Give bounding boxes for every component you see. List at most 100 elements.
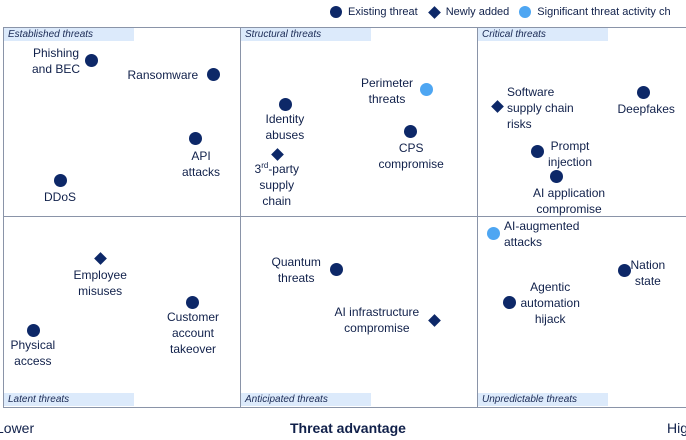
label-line: attacks <box>182 165 221 179</box>
label-line: Quantum <box>271 255 321 269</box>
marker-customer-account-takeover <box>185 295 199 309</box>
label-line: hijack <box>534 312 566 326</box>
label-line: attacks <box>504 235 543 249</box>
label-line: Prompt <box>550 139 590 153</box>
label-line: state <box>634 274 661 288</box>
legend-item-significant: Significant threat activity ch <box>519 6 671 18</box>
legend-item-existing: Existing threat <box>330 6 418 18</box>
zone-label-unpredictable: Unpredictable threats <box>478 393 608 406</box>
label-deepfakes: Deepfakes <box>618 101 675 117</box>
marker-3rd-party-supply-chain <box>270 147 284 161</box>
existing-threat-marker-icon <box>330 6 342 18</box>
marker-identity-abuses <box>278 97 292 111</box>
significant-activity-marker-icon <box>519 6 532 18</box>
label-line: account <box>171 326 215 340</box>
label-line: Employee <box>73 268 127 282</box>
zone-label-latent: Latent threats <box>4 393 134 406</box>
label-software-supply-chain-risks: Software supply chain risks <box>507 84 574 132</box>
label-line: Customer <box>167 310 220 324</box>
grid-divider-vertical-1 <box>240 27 241 408</box>
label-line: compromise <box>378 157 444 171</box>
label-line: access <box>14 354 52 368</box>
marker-perimeter-threats <box>419 82 433 96</box>
label-line: misuses <box>78 284 123 298</box>
marker-phishing-and-bec <box>84 53 98 67</box>
newly-added-marker-icon <box>427 5 441 19</box>
label-line: threats <box>277 271 315 285</box>
label-line: CPS <box>398 141 424 155</box>
label-line: Agentic <box>530 280 571 294</box>
label-line: API <box>191 149 211 163</box>
label-physical-access: Physical access <box>11 337 56 369</box>
grid-divider-vertical-2 <box>477 27 478 408</box>
label-ransomware: Ransomware <box>128 67 199 83</box>
label-ai-augmented-attacks: AI-augmented attacks <box>504 218 579 250</box>
marker-physical-access <box>26 323 40 337</box>
marker-ai-augmented-attacks <box>486 226 500 240</box>
marker-ransomware <box>206 67 220 81</box>
legend-label-new: Newly added <box>445 6 510 18</box>
label-phishing-and-bec: Phishing and BEC <box>32 45 80 77</box>
label-line: threats <box>368 92 406 106</box>
label-line: abuses <box>265 128 305 142</box>
legend-label-existing: Existing threat <box>348 6 418 18</box>
label-ddos: DDoS <box>44 189 76 205</box>
marker-deepfakes <box>636 85 650 99</box>
label-line: supply <box>259 178 295 192</box>
label-line: Physical <box>10 338 56 352</box>
label-line: Nation <box>630 258 666 272</box>
marker-ai-application-compromise <box>549 169 563 183</box>
label-line: AI application <box>533 186 606 200</box>
marker-cps-compromise <box>403 124 417 138</box>
grid-border-top <box>3 27 686 28</box>
grid-border-left <box>3 27 4 408</box>
label-prompt-injection: Prompt injection <box>548 138 592 170</box>
label-line: supply chain <box>507 101 574 115</box>
label-identity-abuses: Identity abuses <box>266 111 305 143</box>
marker-quantum-threats <box>329 262 343 276</box>
label-customer-account-takeover: Customer account takeover <box>167 309 219 357</box>
label-nation-state: Nation state <box>631 257 666 289</box>
label-line: chain <box>262 194 292 208</box>
zone-label-critical: Critical threats <box>478 28 608 41</box>
label-line: risks <box>507 117 532 131</box>
label-employee-misuses: Employee misuses <box>74 267 127 299</box>
label-line: compromise <box>536 202 602 216</box>
label-line: injection <box>548 155 593 169</box>
axis-low-label: Lower <box>0 420 35 436</box>
label-line: DDoS <box>44 190 77 204</box>
grid-divider-horizontal <box>3 216 686 217</box>
label-line: Identity <box>265 112 305 126</box>
chart-legend: Existing threat Newly added Significant … <box>330 4 681 20</box>
marker-prompt-injection <box>530 144 544 158</box>
label-line: Software <box>507 85 555 99</box>
marker-agentic-automation-hijack <box>502 295 516 309</box>
label-line: Ransomware <box>127 68 199 82</box>
marker-nation-state <box>617 263 631 277</box>
zone-label-structural: Structural threats <box>241 28 371 41</box>
label-line: and BEC <box>32 62 81 76</box>
label-line: Phishing <box>33 46 80 60</box>
label-line: 3rd-party <box>254 161 300 177</box>
marker-employee-misuses <box>93 251 107 265</box>
zone-label-established: Established threats <box>4 28 134 41</box>
label-line: takeover <box>169 342 217 356</box>
label-line: Deepfakes <box>617 102 675 116</box>
label-quantum-threats: Quantum threats <box>272 254 321 286</box>
marker-ddos <box>53 173 67 187</box>
label-line: compromise <box>344 321 410 335</box>
label-api-attacks: API attacks <box>182 148 220 180</box>
axis-high-label: Hig <box>667 420 686 436</box>
marker-software-supply-chain-risks <box>490 99 504 113</box>
axis-title: Threat advantage <box>290 420 406 436</box>
label-cps-compromise: CPS compromise <box>379 140 444 172</box>
zone-label-anticipated: Anticipated threats <box>241 393 371 406</box>
label-line: automation <box>520 296 580 310</box>
marker-api-attacks <box>188 131 202 145</box>
label-line: AI-augmented <box>504 219 580 233</box>
label-ai-application-compromise: AI application compromise <box>533 185 605 217</box>
